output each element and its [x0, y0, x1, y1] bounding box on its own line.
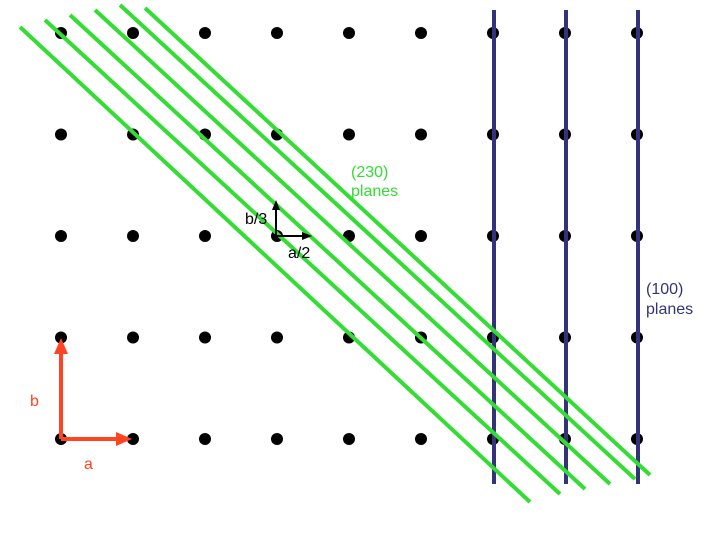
vector-b-third-arrowhead: [272, 200, 280, 210]
planes-230-label-line2: planes: [351, 183, 398, 200]
lattice-point: [127, 230, 139, 242]
vector-a-half-arrowhead: [302, 232, 312, 240]
lattice-point: [415, 230, 427, 242]
lattice-point: [343, 128, 355, 141]
plane-230-line: [118, 3, 637, 481]
lattice-points: [55, 27, 643, 445]
plane-230-line: [93, 8, 612, 486]
lattice-point: [199, 433, 211, 445]
lattice-point: [127, 433, 139, 445]
lattice-point: [271, 331, 283, 344]
planes-100-label-line2: planes: [646, 301, 693, 318]
lattice-point: [271, 433, 283, 445]
lattice-point: [199, 27, 211, 39]
lattice-point: [127, 331, 139, 344]
fraction-vectors: b/3 a/2: [245, 200, 312, 262]
lattice-point: [199, 230, 211, 242]
vector-a-arrowhead: [116, 432, 132, 446]
unit-vectors: b a: [30, 338, 132, 473]
lattice-point: [271, 27, 283, 39]
lattice-point: [55, 230, 67, 242]
lattice-point: [415, 27, 427, 39]
lattice-point: [343, 433, 355, 445]
lattice-point: [55, 331, 67, 344]
plane-230-line: [18, 25, 532, 504]
lattice-point: [199, 331, 211, 344]
vector-b-arrowhead: [54, 338, 68, 354]
vector-a-label: a: [84, 456, 93, 473]
planes-230-label-line1: (230): [351, 164, 388, 181]
lattice-point: [415, 128, 427, 141]
plane-230-line: [43, 18, 562, 496]
lattice-point: [415, 433, 427, 445]
vector-a-half-label: a/2: [288, 245, 310, 262]
plane-230-line: [143, 6, 652, 477]
lattice-point: [343, 27, 355, 39]
plane-230-line: [68, 13, 587, 491]
planes-100-label-line1: (100): [646, 281, 683, 298]
lattice-point: [127, 27, 139, 39]
plane-labels: (230) planes (100) planes: [351, 164, 693, 318]
lattice-point: [55, 128, 67, 141]
planes-230-group: [18, 3, 652, 504]
vector-b-label: b: [30, 393, 39, 410]
vector-b-third-label: b/3: [245, 211, 267, 228]
